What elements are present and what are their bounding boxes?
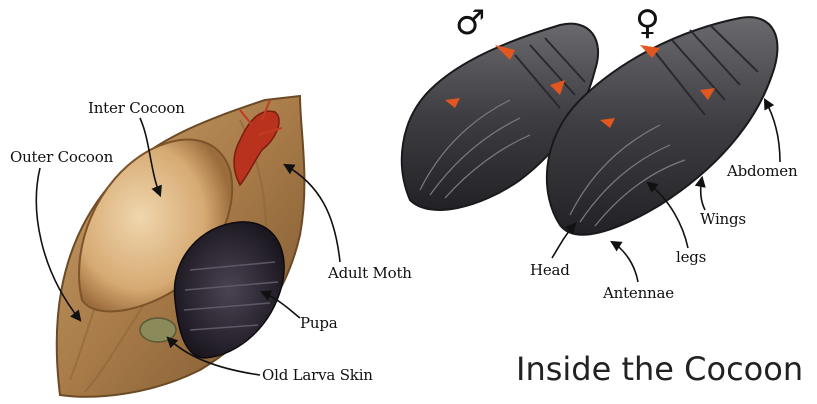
old-larva-skin	[140, 318, 176, 342]
label-pupa: Pupa	[300, 314, 338, 332]
label-abdomen: Abdomen	[727, 162, 797, 180]
female-symbol: ♀	[635, 6, 660, 40]
label-wings: Wings	[700, 210, 746, 228]
label-inter-cocoon: Inter Cocoon	[88, 99, 185, 117]
label-legs: legs	[676, 248, 706, 266]
label-old-larva-skin: Old Larva Skin	[262, 366, 373, 384]
male-symbol: ♂	[455, 6, 485, 40]
label-head: Head	[530, 261, 570, 279]
arrow-antennae	[612, 242, 638, 282]
label-outer-cocoon: Outer Cocoon	[10, 148, 113, 166]
cocoon-illustration	[57, 96, 305, 397]
arrow-abdomen	[765, 100, 780, 162]
label-antennae: Antennae	[603, 284, 674, 302]
label-adult-moth: Adult Moth	[328, 264, 412, 282]
diagram-title: Inside the Cocoon	[516, 350, 803, 388]
arrow-wings	[701, 178, 705, 210]
